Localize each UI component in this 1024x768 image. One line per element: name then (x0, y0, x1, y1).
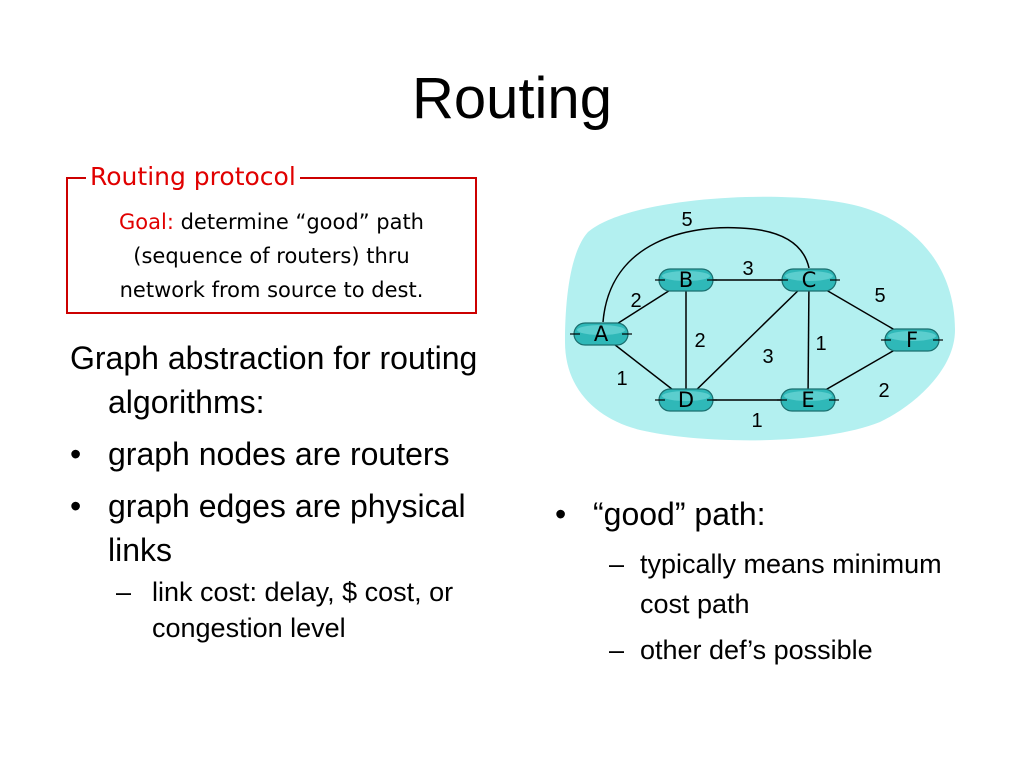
goal-label: Goal: (119, 210, 174, 234)
slide-title: Routing (412, 66, 612, 131)
edge-cost-label-c-e: 1 (815, 333, 826, 355)
router-node-c: C (778, 268, 840, 292)
graph-edge-c-d (685, 279, 810, 401)
goal-line-1: Goal: determine “good” path (70, 205, 473, 239)
router-node-e: E (777, 388, 839, 412)
graph-edge-a-c (602, 226, 810, 323)
sub-list-item: –typically means minimum cost path (555, 544, 995, 624)
bullet-dot: • (555, 496, 567, 532)
router-label: E (801, 388, 814, 412)
sub-list-item: –other def’s possible (555, 630, 995, 670)
edge-cost-label-d-e: 1 (751, 410, 762, 432)
router-label: D (678, 388, 694, 412)
right-bullet-list: • “good” path: –typically means minimum c… (555, 492, 995, 670)
goal-text-1: determine “good” path (180, 210, 424, 234)
edge-cost-label-c-d: 3 (762, 346, 773, 368)
sub-dash: – (609, 635, 625, 665)
graph-abstraction-intro: Graph abstraction for routing algorithms… (70, 340, 478, 420)
edge-cost-label-b-c: 3 (742, 258, 753, 280)
edge-cost-label-a-d: 1 (616, 368, 627, 390)
router-label: C (802, 268, 817, 292)
bullet-text: “good” path: (593, 496, 766, 532)
cloud-background (565, 196, 955, 441)
routing-protocol-goal: Goal: determine “good” path (sequence of… (70, 205, 473, 307)
edge-cost-label-a-c: 5 (681, 209, 692, 231)
goal-text-2: (sequence of routers) thru (133, 244, 410, 268)
list-item: • “good” path: (555, 492, 995, 536)
router-top-highlight (785, 271, 833, 281)
sub-list-item: –link cost: delay, $ cost, or congestion… (70, 574, 480, 646)
edge-cost-label-b-d: 2 (694, 330, 705, 352)
goal-text-3: network from source to dest. (119, 278, 424, 302)
bullet-text: graph edges are physical links (108, 488, 466, 568)
bullet-dot: • (70, 488, 82, 524)
sub-dash: – (116, 577, 132, 607)
bullet-text: graph nodes are routers (108, 436, 450, 472)
router-node-a: A (570, 322, 632, 346)
edge-cost-label-e-f: 2 (878, 380, 889, 402)
router-top-highlight (784, 391, 832, 401)
bullet-dot: • (70, 436, 82, 472)
router-top-highlight (662, 271, 710, 281)
router-node-d: D (655, 388, 717, 412)
router-node-f: F (881, 328, 943, 352)
router-label: B (679, 268, 693, 292)
router-label: F (906, 328, 918, 352)
list-item: • graph nodes are routers (70, 432, 480, 476)
router-label: A (594, 322, 609, 346)
edge-cost-label-a-b: 2 (630, 290, 641, 312)
sub-text: other def’s possible (640, 635, 873, 665)
router-top-highlight (577, 325, 625, 335)
left-bullet-list: Graph abstraction for routing algorithms… (70, 336, 480, 646)
sub-text: link cost: delay, $ cost, or congestion … (152, 577, 454, 643)
router-top-highlight (888, 331, 936, 341)
sub-dash: – (609, 549, 625, 579)
router-node-b: B (655, 268, 717, 292)
sub-text: typically means minimum cost path (640, 549, 942, 619)
router-top-highlight (662, 391, 710, 401)
edge-cost-label-c-f: 5 (874, 285, 885, 307)
routing-protocol-heading: Routing protocol (86, 160, 300, 194)
graph-edge-c-e (807, 279, 810, 401)
list-item: • graph edges are physical links (70, 484, 480, 572)
